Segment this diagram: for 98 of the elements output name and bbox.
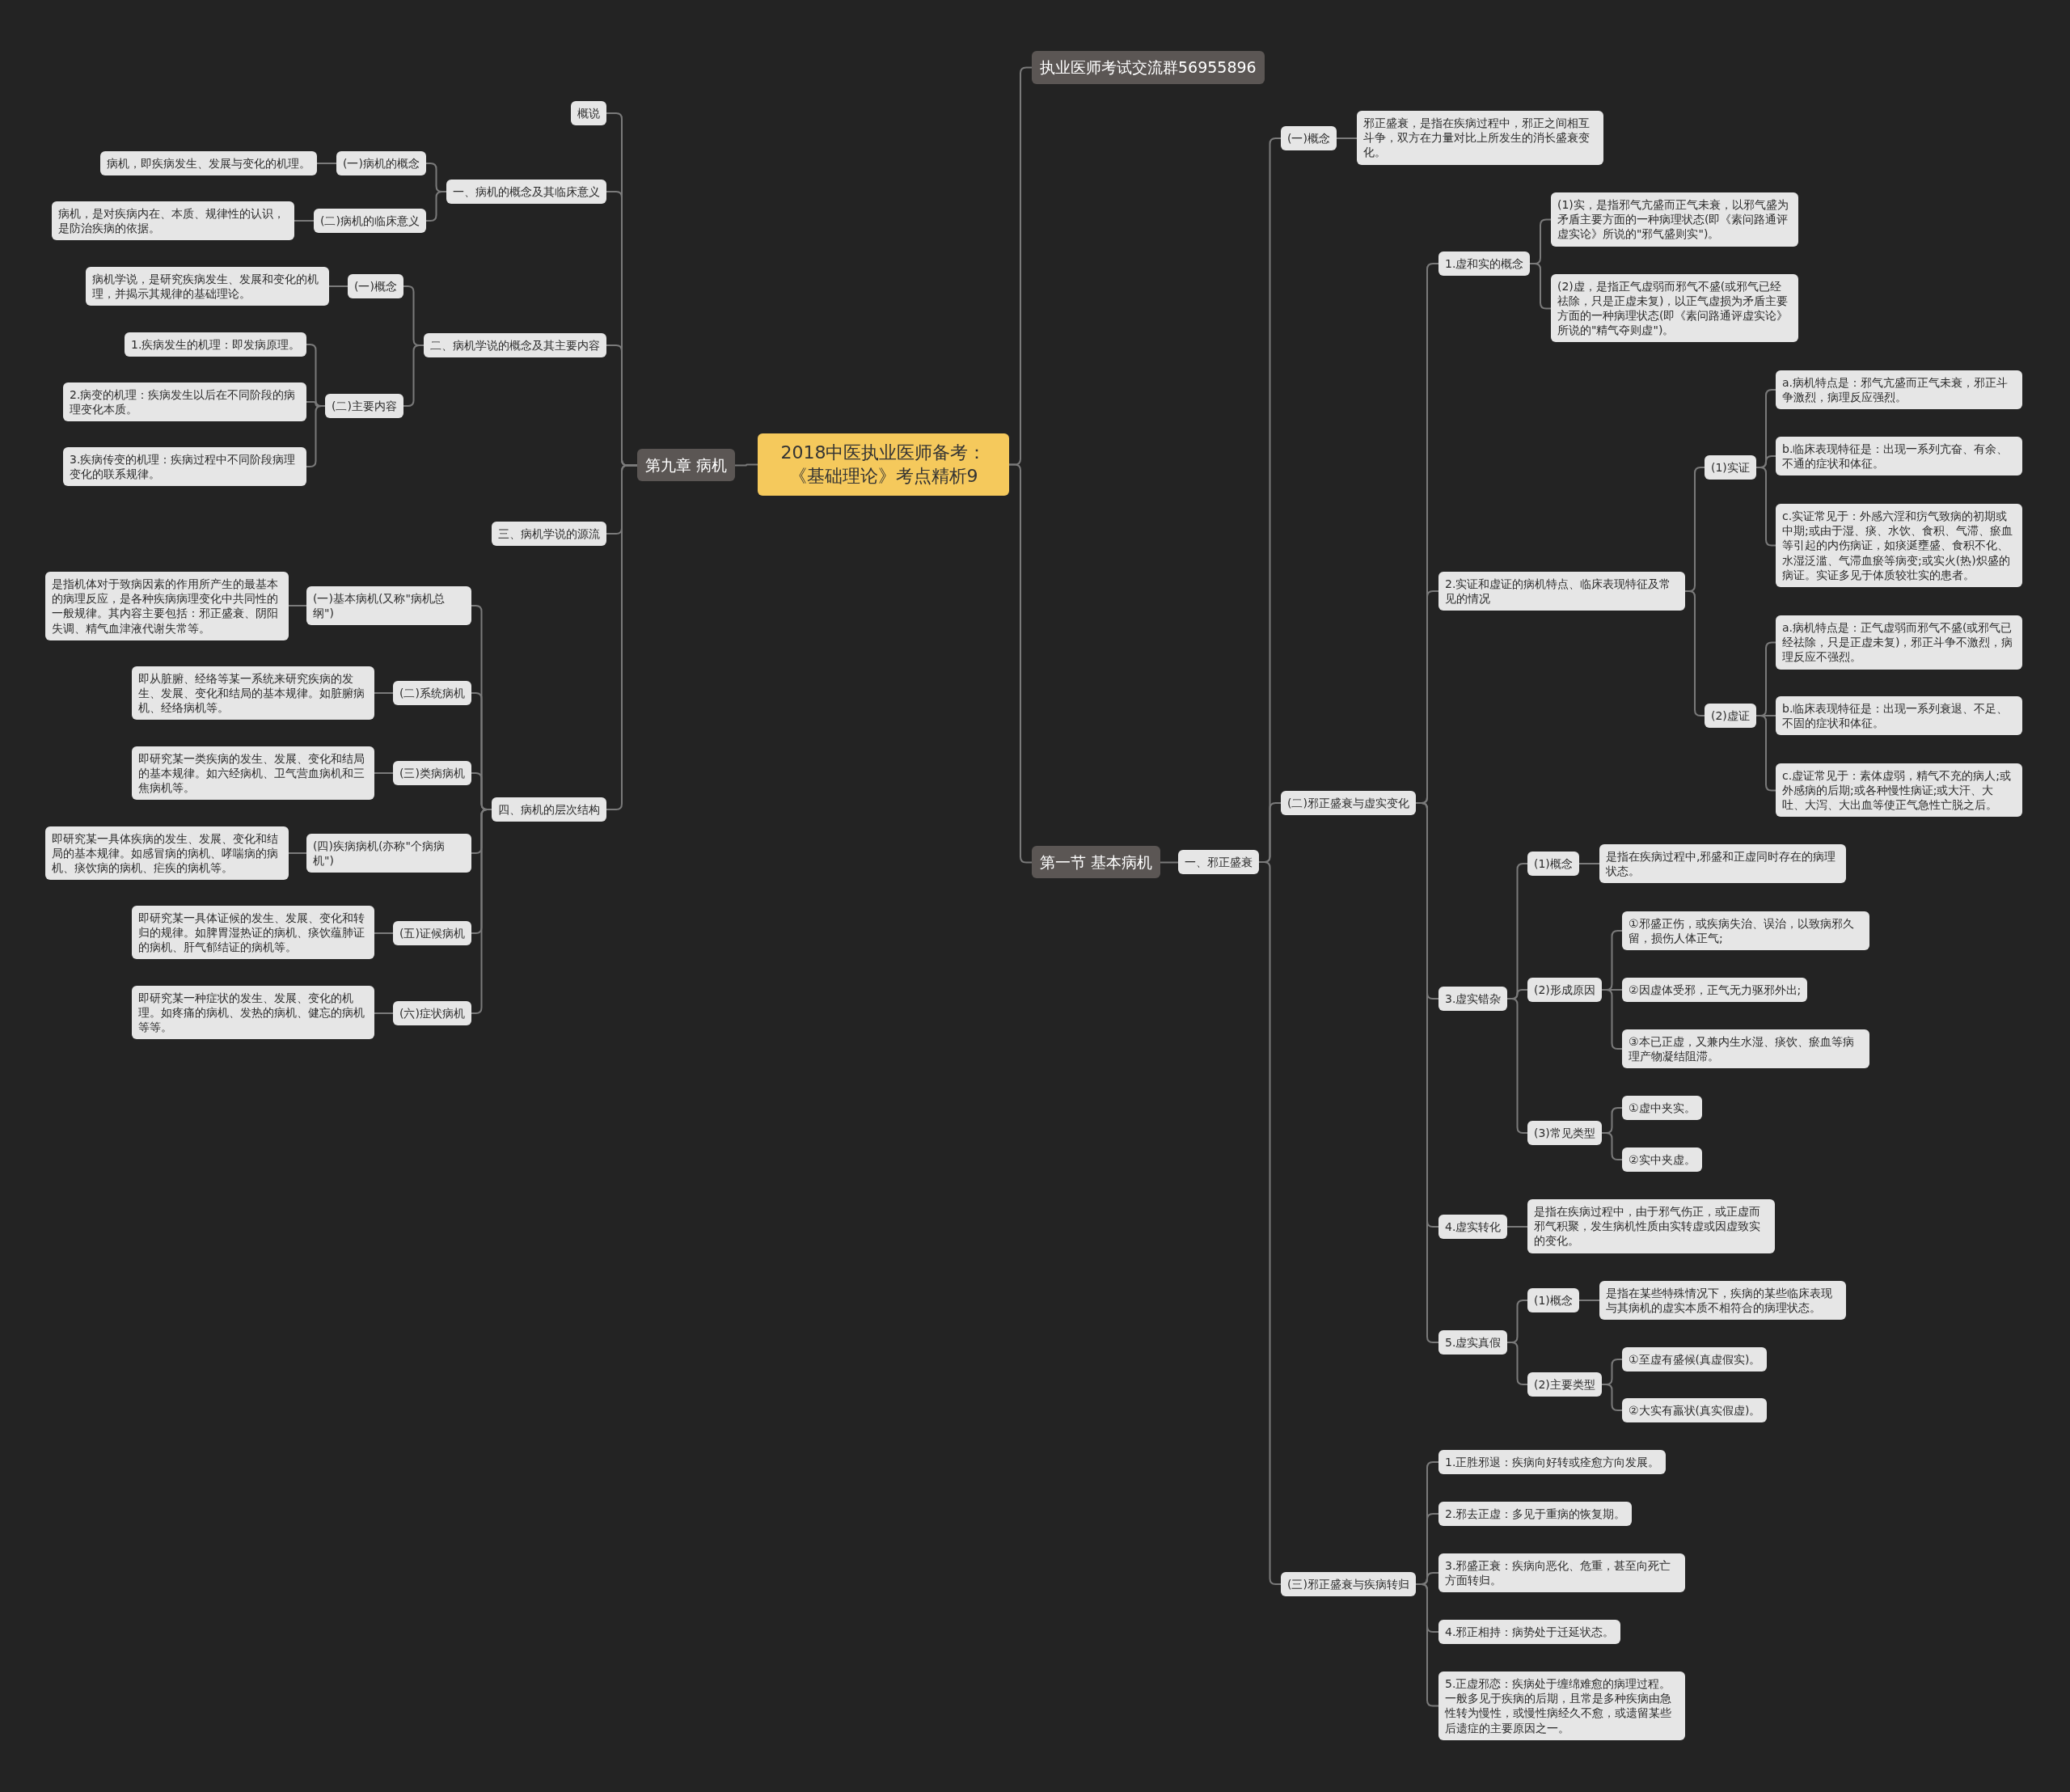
subtopic: 病机学说，是研究疾病发生、发展和变化的机理，并揭示其规律的基础理论。 (86, 267, 329, 306)
connector-line (306, 405, 326, 467)
connector-line (288, 605, 307, 606)
subtopic: 病机，即疾病发生、发展与变化的机理。 (100, 151, 317, 176)
subtopic: b.临床表现特征是：出现一系列亢奋、有余、不通的症状和体征。 (1776, 437, 2022, 476)
subtopic: 2.邪去正虚：多见于重病的恢复期。 (1438, 1502, 1633, 1527)
connector-line (1755, 715, 1776, 792)
connector-line (1755, 467, 1776, 547)
subtopic: (一)概念 (348, 274, 403, 299)
subtopic: (2)主要类型 (1527, 1372, 1602, 1397)
subtopic: (1)概念 (1527, 852, 1579, 877)
connector-line (1601, 1384, 1623, 1411)
subtopic: (四)疾病病机(亦称"个病病机") (306, 834, 471, 873)
subtopic: (2)虚，是指正气虚弱而邪气不盛(或邪气已经祛除，只是正虚未复)，以正气虚损为矛盾主要方面的一种病理状态(即《素问路通评虚实论》所说的"精气夺则虚")。 (1551, 273, 1798, 343)
subtopic: (二)系统病机 (393, 681, 471, 706)
subtopic: 是指在疾病过程中，由于邪气伤正，或正虚而邪气积聚，发生病机性质由实转虚或因虚致实的变化。 (1527, 1199, 1775, 1253)
subtopic: c.实证常见于：外感六淫和疠气致病的初期或中期;或由于湿、痰、水饮、食积、气滞、瘀血等引起的内伤病证，如痰涎壅盛、食积不化、水湿泛滥、气滞血瘀等病变;或实火(热)炽盛的病证。实证多见于体质较壮实的患者。 (1776, 504, 2022, 587)
subtopic: 即研究某一种症状的发生、发展、变化的机理。如疼痛的病机、发热的病机、健忘的病机等等。 (132, 985, 374, 1040)
branch-topic: 第九章 病机 (637, 448, 736, 482)
subtopic: 5.正虚邪恋：疾病处于缠绵难愈的病理过程。一般多见于疾病的后期，且常是多种疾病由急性转为慢性，或慢性病经久不愈，或遗留某些后遗症的主要原因之一。 (1438, 1672, 1685, 1740)
subtopic: 1.正胜邪退：疾病向好转或痊愈方向发展。 (1438, 1450, 1667, 1475)
connector-line (316, 163, 337, 164)
subtopic: (一)概念 (1281, 125, 1337, 150)
subtopic: 三、病机学说的源流 (492, 522, 606, 547)
subtopic: c.虚证常见于：素体虚弱，精气不充的病人;或外感病的后期;或各种慢性病证;或大汗、大吐、大泻、大出血等使正气急性亡脱之后。 (1776, 763, 2022, 818)
branch-topic: 执业医师考试交流群56955896 (1032, 51, 1265, 84)
connector-line (374, 1012, 394, 1014)
subtopic: 即从脏腑、经络等某一系统来研究疾病的发生、发展、变化和结局的基本规律。如脏腑病机、经络病机等。 (132, 666, 374, 721)
subtopic: (1)实证 (1705, 455, 1756, 480)
subtopic: 2.实证和虚证的病机特点、临床表现特征及常见的情况 (1438, 572, 1685, 611)
subtopic: 邪正盛衰，是指在疾病过程中，邪正之间相互斗争，双方在力量对比上所发生的消长盛衰变化。 (1357, 111, 1603, 165)
connector-line (1601, 1132, 1623, 1160)
subtopic: 是指在疾病过程中,邪盛和正虚同时存在的病理状态。 (1599, 844, 1846, 884)
branch-topic: 第一节 基本病机 (1032, 845, 1161, 879)
subtopic: ①至虚有盛候(真虚假实)。 (1622, 1346, 1768, 1371)
subtopic: (二)邪正盛衰与虚实变化 (1281, 791, 1416, 816)
subtopic: ①邪盛正伤，或疾病失治、误治，以致病邪久留，损伤人体正气; (1622, 911, 1869, 950)
subtopic: (1)实，是指邪气亢盛而正气未衰，以邪气盛为矛盾主要方面的一种病理状态(即《素问路通评虚实论》所说的"邪气盛则实")。 (1551, 192, 1798, 247)
subtopic: 4.邪正相持：病势处于迁延状态。 (1438, 1620, 1621, 1645)
subtopic: (二)病机的临床意义 (314, 209, 426, 234)
connector-line (1336, 137, 1358, 139)
subtopic: (三)邪正盛衰与疾病转归 (1281, 1572, 1416, 1597)
subtopic: (二)主要内容 (325, 394, 403, 419)
connector-line (374, 932, 394, 934)
subtopic: 是指在某些特殊情况下，疾病的某些临床表现与其病机的虚实本质不相符合的病理状态。 (1599, 1280, 1846, 1320)
connector-line (1506, 1342, 1528, 1385)
subtopic: (五)证候病机 (393, 921, 471, 946)
subtopic: (一)病机的概念 (336, 151, 426, 176)
subtopic: 即研究某一类疾病的发生、发展、变化和结局的基本规律。如六经病机、卫气营血病机和三焦病机等。 (132, 746, 374, 801)
subtopic: (一)基本病机(又称"病机总纲") (306, 586, 471, 626)
connector-line (1160, 861, 1179, 864)
subtopic: ②因虚体受邪，正气无力驱邪外出; (1622, 978, 1808, 1003)
connector-line (374, 692, 394, 694)
subtopic: 1.虚和实的概念 (1438, 251, 1531, 277)
subtopic: 3.疾病传变的机理：疾病过程中不同阶段病理变化的联系规律。 (63, 447, 306, 487)
connector-line (1506, 998, 1528, 1134)
connector-line (1578, 1300, 1600, 1301)
connector-line (1578, 863, 1600, 864)
subtopic: ③本已正虚，又兼内生水湿、痰饮、瘀血等病理产物凝结阻滞。 (1622, 1029, 1869, 1068)
subtopic: 3.邪盛正衰：疾病向恶化、危重，甚至向死亡方面转归。 (1438, 1553, 1685, 1592)
central-topic: 2018中医执业医师备考：《基础理论》考点精析9 (758, 433, 1009, 497)
subtopic: ②大实有羸状(真实假虚)。 (1622, 1398, 1768, 1423)
subtopic: 概说 (571, 100, 606, 125)
connector-line (1684, 590, 1705, 716)
subtopic: 2.病变的机理：疾病发生以后在不同阶段的病理变化本质。 (63, 382, 306, 422)
connector-line (294, 220, 315, 222)
subtopic: (1)概念 (1527, 1288, 1579, 1313)
subtopic: (3)常见类型 (1527, 1121, 1602, 1146)
connector-line (288, 852, 307, 854)
subtopic: b.临床表现特征是：出现一系列衰退、不足、不固的症状和体征。 (1776, 696, 2022, 736)
connector-line (328, 285, 349, 287)
subtopic: 一、病机的概念及其临床意义 (446, 180, 606, 205)
subtopic: 即研究某一具体疾病的发生、发展、变化和结局的基本规律。如感冒病的病机、哮喘病的病机、痰饮病的病机、疟疾的病机等。 (45, 826, 289, 881)
subtopic: (2)虚证 (1705, 704, 1756, 729)
subtopic: 即研究某一具体证候的发生、发展、变化和转归的规律。如脾胃湿热证的病机、痰饮蕴肺证的病机、肝气郁结证的病机等。 (132, 905, 374, 960)
subtopic: (2)形成原因 (1527, 978, 1602, 1003)
subtopic: 4.虚实转化 (1438, 1214, 1508, 1239)
subtopic: (三)类病病机 (393, 761, 471, 786)
connector-line (374, 772, 394, 774)
subtopic: 3.虚实错杂 (1438, 987, 1508, 1012)
connector-line (1529, 263, 1552, 310)
subtopic: (六)症状病机 (393, 1001, 471, 1026)
connector-line (403, 344, 425, 407)
subtopic: 四、病机的层次结构 (492, 797, 606, 822)
connector-line (425, 191, 447, 222)
subtopic: 病机，是对疾病内在、本质、规律性的认识，是防治疾病的依据。 (52, 201, 294, 241)
connector-line (734, 463, 758, 467)
subtopic: 二、病机学说的概念及其主要内容 (424, 333, 606, 358)
subtopic: 一、邪正盛衰 (1178, 850, 1259, 875)
subtopic: 是指机体对于致病因素的作用所产生的最基本的病理反应，是各种疾病病理变化中共同性的一般规律。其内容主要包括：邪正盛衰、阴阳失调、精气血津液代谢失常等。 (45, 572, 289, 640)
subtopic: 5.虚实真假 (1438, 1330, 1508, 1355)
subtopic: ②实中夹虚。 (1622, 1147, 1702, 1172)
connector-line (471, 809, 492, 1014)
subtopic: 1.疾病发生的机理：即发病原理。 (125, 332, 307, 357)
subtopic: a.病机特点是：正气虚弱而邪气不盛(或邪气已经祛除，只是正虚未复)，邪正斗争不激烈，病理反应不强烈。 (1776, 615, 2022, 670)
subtopic: ①虚中夹实。 (1622, 1096, 1702, 1121)
subtopic: a.病机特点是：邪气亢盛而正气未衰，邪正斗争激烈，病理反应强烈。 (1776, 370, 2022, 410)
connector-line (1506, 1226, 1528, 1228)
